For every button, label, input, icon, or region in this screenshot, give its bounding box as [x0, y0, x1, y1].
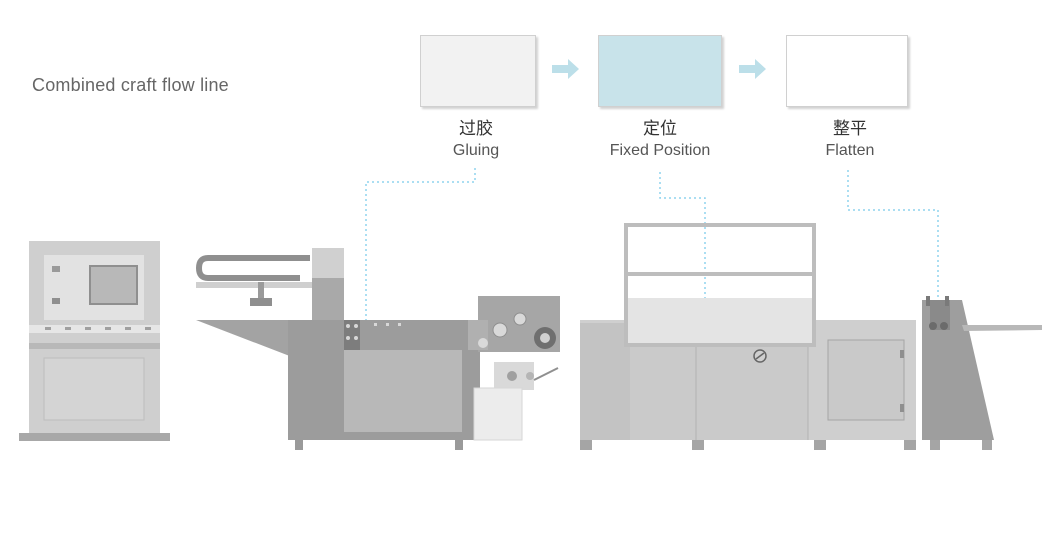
flatten-section: [922, 296, 1042, 450]
step-box-fixed-position: [598, 35, 722, 107]
arrow-right-icon: [552, 59, 579, 79]
step-label-en: Gluing: [452, 142, 500, 159]
step-box-gluing: [420, 35, 536, 107]
step-caption-flatten: 整平 Flatten: [765, 118, 935, 162]
step-box-flatten: [786, 35, 908, 107]
leader-line-fixed-position: [659, 172, 706, 320]
step-label-en: Fixed Position: [609, 142, 711, 159]
step-label-en: Flatten: [825, 142, 875, 159]
diagram-title: Combined craft flow line: [32, 75, 229, 95]
step-caption-gluing: 过胶 Gluing: [391, 118, 561, 162]
leader-lines: [365, 168, 939, 320]
control-cabinet: [19, 241, 170, 441]
roller-unit: [468, 296, 560, 441]
step-label-cn: 整平: [833, 119, 867, 139]
step-caption-fixed-position: 定位 Fixed Position: [575, 118, 745, 162]
step-label-cn: 定位: [643, 119, 677, 139]
gluing-section: [195, 248, 480, 450]
positioning-section: [580, 223, 916, 450]
step-label-cn: 过胶: [459, 119, 493, 139]
leader-line-flatten: [847, 170, 939, 300]
leader-line-gluing: [365, 168, 476, 320]
arrow-right-icon: [739, 59, 766, 79]
